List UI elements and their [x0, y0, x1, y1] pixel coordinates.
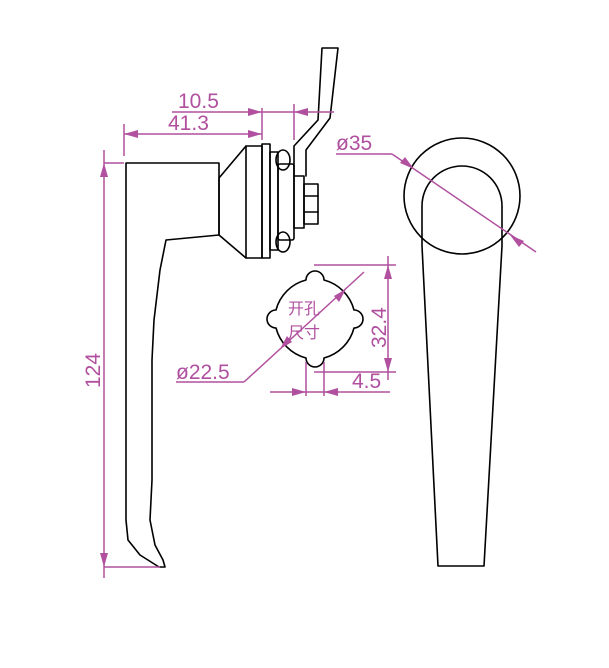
front-view-handle: [403, 137, 521, 567]
dim-124-label: 124: [82, 353, 105, 388]
rosette-outer: [403, 137, 521, 255]
hole-size-line1: 开孔: [288, 299, 320, 318]
dimension-height: 124: [82, 150, 160, 578]
handle-lever-outline: [125, 162, 220, 568]
latch-cam: [293, 47, 339, 177]
dim-4-5-label: 4.5: [352, 370, 381, 393]
dimension-width: 41.3 10.5: [123, 90, 334, 156]
side-view-handle: [125, 47, 339, 568]
lock-flange-back: [269, 151, 279, 251]
hole-outline: [266, 270, 364, 368]
dim-41-3-label: 41.3: [168, 112, 209, 135]
dimension-diameter-35: ø35: [336, 132, 537, 253]
dim-32-4-label: 32.4: [368, 307, 391, 348]
mounting-nut: [277, 163, 295, 241]
mounting-hole-cutout: 开孔 尺寸 32.4 4.5 ø22.5: [176, 256, 396, 396]
dim-10-5-label: 10.5: [178, 90, 219, 113]
lock-body-cone: [218, 145, 263, 259]
lock-shaft: [293, 175, 305, 229]
cam-nut: [303, 183, 319, 225]
dim-35-label: ø35: [336, 132, 372, 155]
lock-flange-front: [261, 143, 271, 259]
hole-size-line2: 尺寸: [288, 323, 320, 342]
dim-22-5-label: ø22.5: [176, 361, 230, 384]
handle-front-outline: [421, 165, 503, 567]
